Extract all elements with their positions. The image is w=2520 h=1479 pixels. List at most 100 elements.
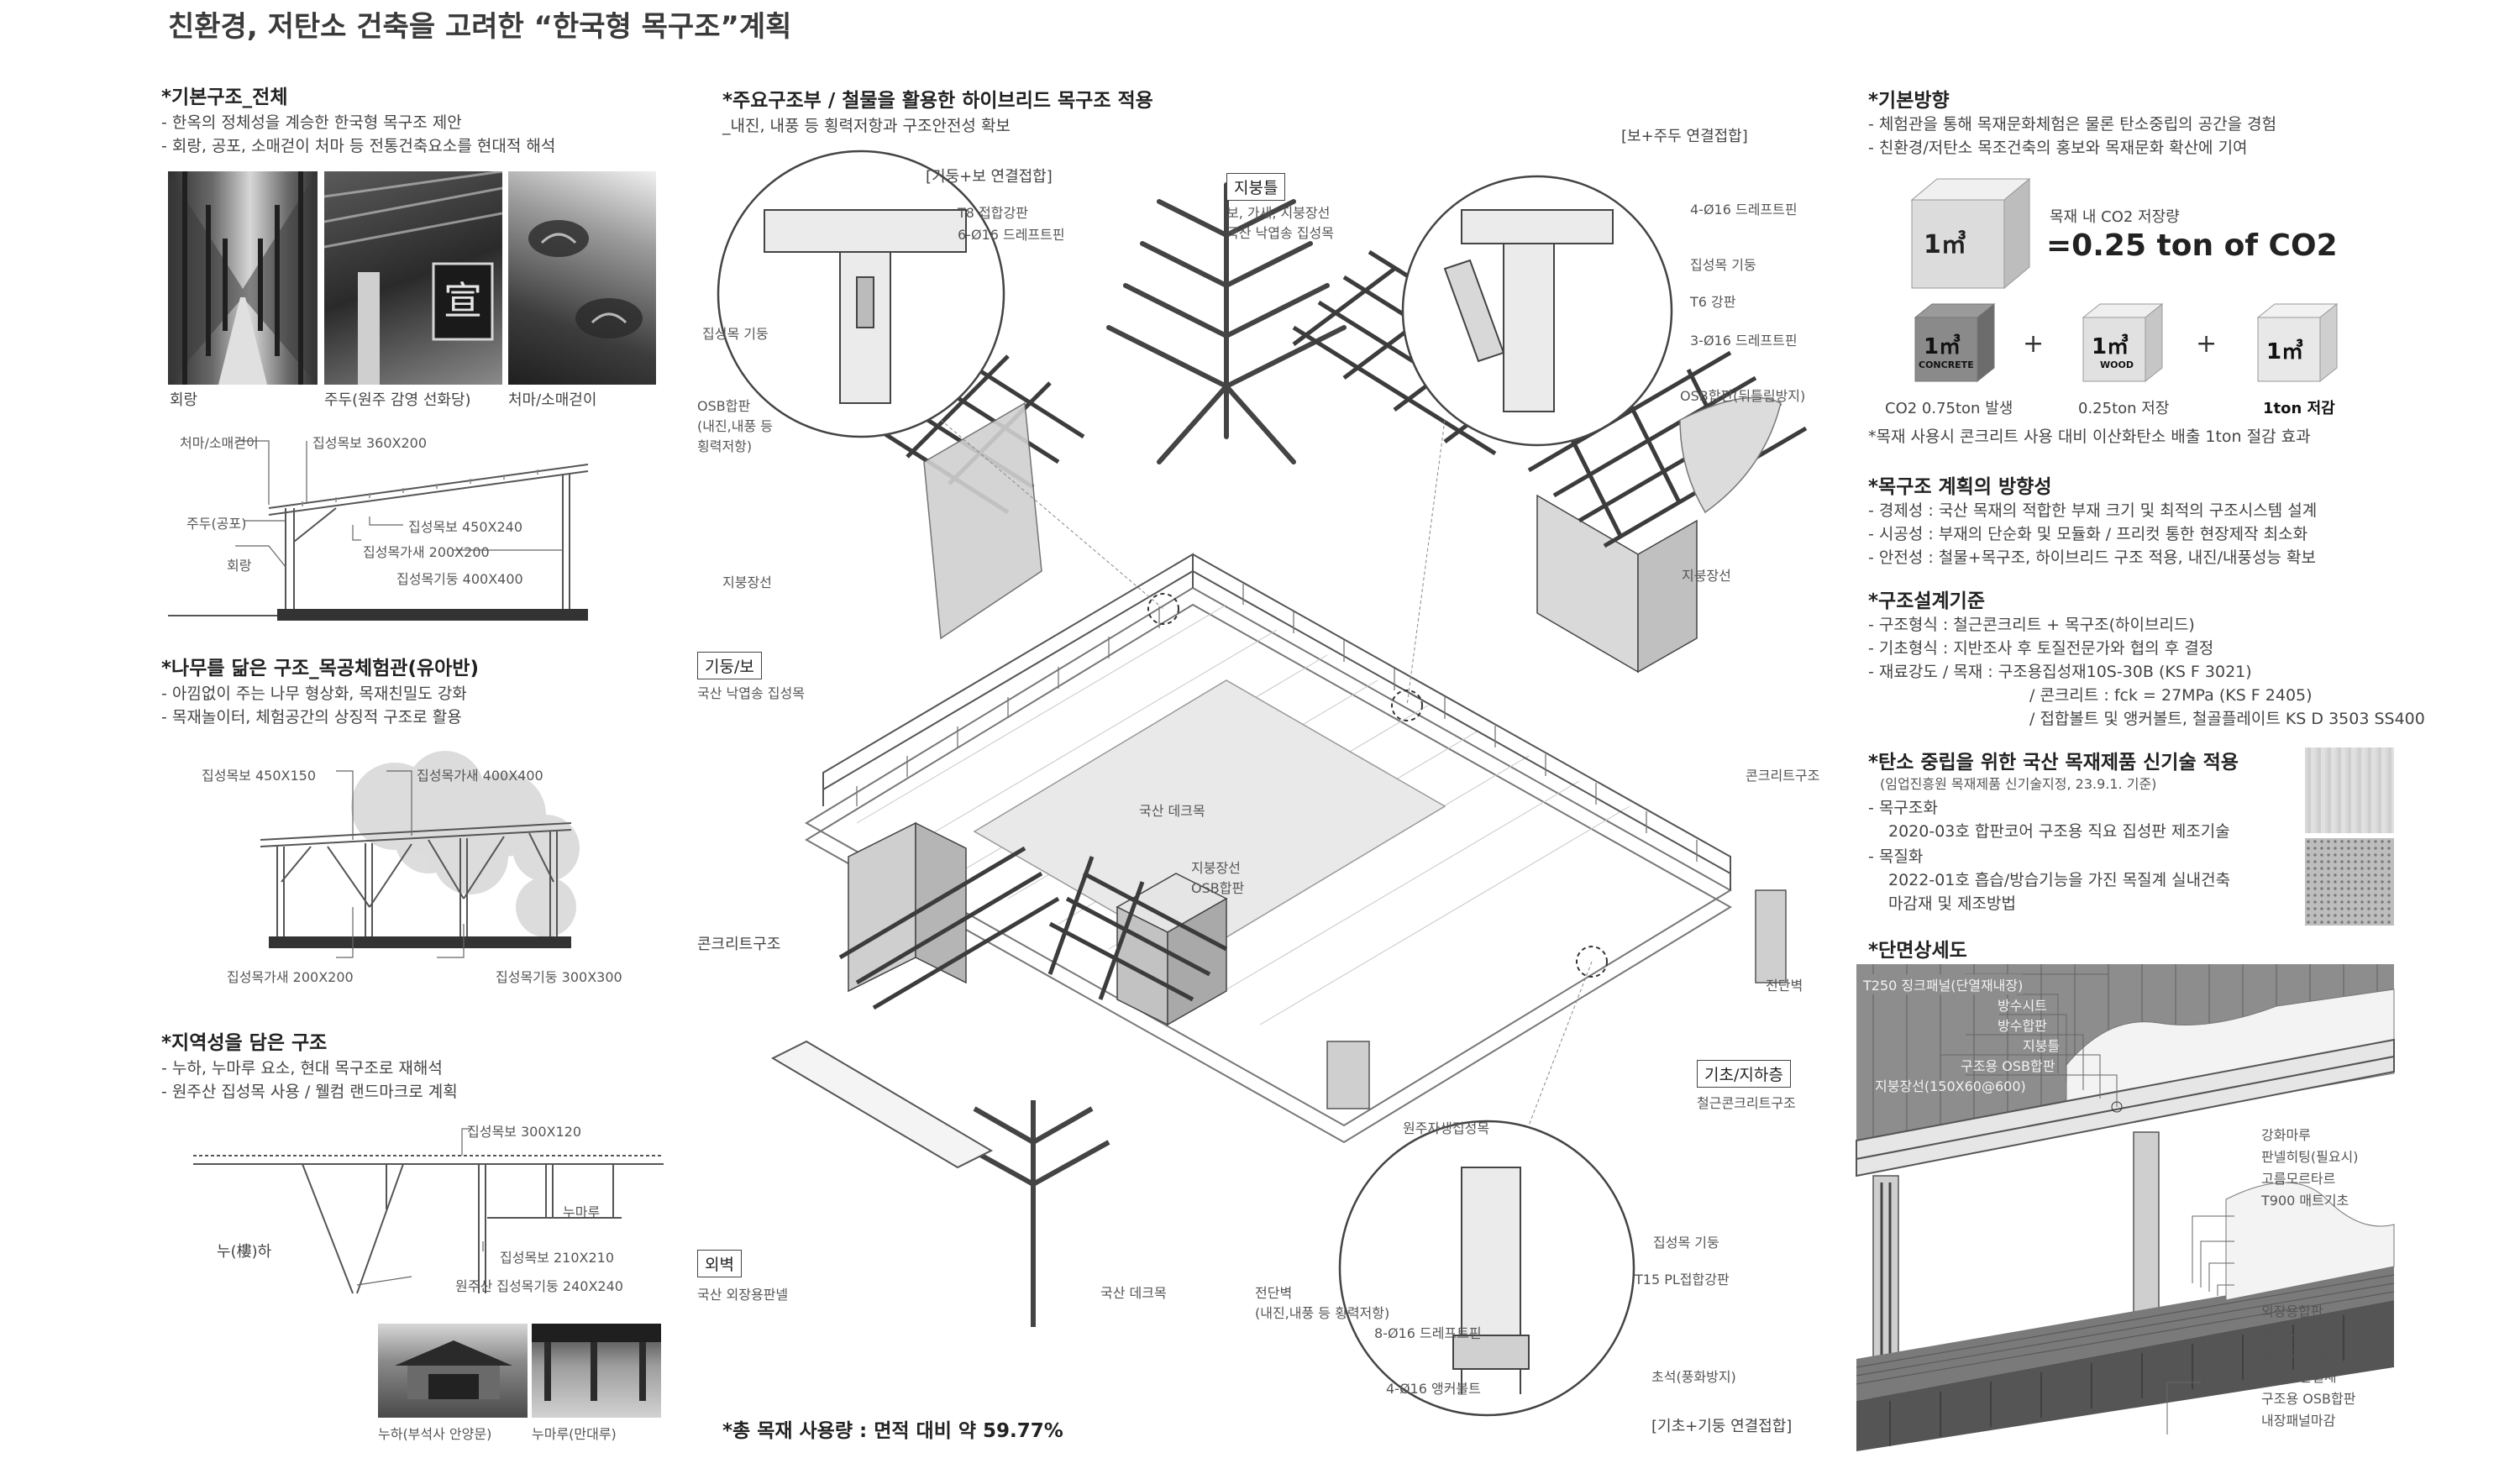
corridor-section-diagram: [168, 440, 589, 621]
section-label-waterproof-sheet: 방수시트: [1998, 998, 2047, 1014]
tree-structure-title: *나무를 닮은 구조_목공체험관(유아반): [161, 658, 479, 679]
callout-foundation-desc: 철근콘크리트구조: [1697, 1095, 1796, 1111]
section-detail-drawing: [1856, 964, 2395, 1451]
detail-column-beam-title: [기둥+보 연결접합]: [926, 168, 1053, 186]
detail-foundation-column-title: [기초+기둥 연결접합]: [1651, 1418, 1793, 1435]
page-title: 친환경, 저탄소 건축을 고려한 “한국형 목구조”계획: [168, 10, 792, 44]
co2-caption-concrete: CO2 0.75ton 발생: [1885, 400, 2013, 417]
concrete-cube-icon: [1914, 302, 1996, 383]
tree-structure-line-1: - 아낌없이 주는 나무 형상화, 목재친밀도 강화: [161, 684, 467, 703]
label-column-300: 집성목기둥 300X300: [496, 969, 622, 985]
hybrid-structure-title: *주요구조부 / 철물을 활용한 하이브리드 목구조 적용: [722, 90, 1153, 112]
section-label-exterior-plywood: 외장용합판: [2261, 1303, 2323, 1319]
wood-cube-label: 1㎥: [2092, 334, 2129, 359]
callout-deck-1: 국산 데크목: [1139, 803, 1205, 819]
newtech-line-2: 2020-03호 합판코어 구조용 직요 집성판 제조기술: [1888, 822, 2230, 841]
saving-cube-label: 1㎥: [2266, 339, 2304, 365]
section-label-mat-foundation: T900 매트기초: [2261, 1193, 2349, 1209]
label-corridor: 회랑: [227, 558, 252, 574]
detail1-label-pin: 6-Ø16 드레프트핀: [958, 227, 1065, 243]
co2-caption-wood: 0.25ton 저장: [2078, 400, 2170, 417]
section-label-rafter: 지붕장선(150X60@600): [1875, 1078, 2026, 1094]
direction-title: *목구조 계획의 방향성: [1868, 476, 2052, 498]
newtech-subtitle: (임업진흥원 목재제품 신기술지정, 23.9.1. 기준): [1880, 776, 2157, 792]
callout-wonju-timber: 원주자생집성목: [1403, 1120, 1490, 1136]
callout-column-beam-desc: 국산 낙엽송 집성목: [697, 685, 805, 701]
detail3-label-plate: T15 PL접합강판: [1635, 1272, 1730, 1288]
newtech-line-1: - 목구조화: [1868, 799, 1938, 817]
callout-rafter-osb-1: 지붕장선: [1191, 860, 1241, 876]
regional-structure-title: *지역성을 담은 구조: [161, 1032, 328, 1054]
label-numaru: 누마루: [563, 1204, 601, 1220]
callout-exterior-wall: 외벽: [697, 1250, 742, 1277]
callout-roof-desc-2: 국산 낙엽송 집성목: [1226, 225, 1334, 241]
regional-structure-line-2: - 원주산 집성목 사용 / 웰컴 랜드마크로 계획: [161, 1083, 458, 1101]
nuha-photo: [378, 1324, 528, 1418]
co2-caption-saving: 1ton 저감: [2263, 400, 2335, 417]
plus-1: +: [2023, 329, 2045, 359]
label-beam-450x150: 집성목보 450X150: [202, 768, 317, 784]
capital-photo: 宣: [324, 171, 502, 385]
label-beam-360: 집성목보 360X200: [312, 435, 428, 451]
section-label-interior-panel: 내장패널마감: [2261, 1413, 2336, 1429]
callout-foundation: 기초/지하층: [1697, 1060, 1791, 1088]
criteria-line-3: - 재료강도 / 목재 : 구조용집성재10S-30B (KS F 3021): [1868, 663, 2252, 681]
newtech-line-5: 마감재 및 제조방법: [1888, 894, 2016, 913]
detail-beam-capital-title: [보+주두 연결접합]: [1621, 128, 1748, 145]
photo-caption-corridor: 회랑: [170, 391, 198, 409]
co2-storage-value: =0.25 ton of CO2: [2046, 228, 2338, 263]
criteria-line-5: / 접합볼트 및 앵커볼트, 철골플레이트 KS D 3503 SS400: [2029, 710, 2425, 728]
callout-shear-wall-center-2: (내진,내풍 등 횡력저항): [1255, 1305, 1390, 1321]
regional-structure-line-1: - 누하, 누마루 요소, 현대 목구조로 재해석: [161, 1059, 443, 1078]
detail1-label-plate: T8 접합강판: [958, 205, 1028, 221]
saving-cube-icon: [2256, 302, 2339, 383]
section-label-osb: 구조용 OSB합판: [1961, 1058, 2055, 1074]
wood-cube-icon: [1910, 177, 2031, 290]
co2-note: *목재 사용시 콘크리트 사용 대비 이산화탄소 배출 1ton 절감 효과: [1868, 427, 2311, 446]
photo-caption-nuha: 누하(부석사 안양문): [378, 1426, 492, 1442]
detail2-label-column: 집성목 기둥: [1690, 257, 1756, 273]
total-timber-note: *총 목재 사용량 : 면적 대비 약 59.77%: [722, 1420, 1063, 1442]
photo-caption-capital: 주두(원주 감영 선화당): [324, 391, 471, 409]
callout-osb-2: (내진,내풍 등: [697, 418, 774, 434]
callout-osb-right: OSB합판(뒤틀림방지): [1680, 388, 1806, 404]
callout-osb-1: OSB합판: [697, 398, 751, 414]
section-label-osb-wall: 구조용 OSB합판: [2261, 1391, 2356, 1407]
label-beam-450: 집성목보 450X240: [408, 519, 523, 535]
label-beam-210: 집성목보 210X210: [500, 1250, 615, 1266]
regional-section-diagram: [193, 1128, 664, 1294]
callout-exterior-wall-desc: 국산 외장용판넬: [697, 1287, 789, 1303]
hybrid-structure-subtitle: _내진, 내풍 등 횡력저항과 구조안전성 확보: [722, 117, 1011, 135]
big-cube-label: 1㎥: [1924, 230, 1966, 260]
criteria-line-1: - 구조형식 : 철근콘크리트 + 목구조(하이브리드): [1868, 616, 2195, 634]
direction-line-1: - 경제성 : 국산 목재의 적합한 부재 크기 및 최적의 구조시스템 설계: [1868, 501, 2318, 520]
axonometric-structure-drawing: [717, 149, 1808, 1417]
svg-text:宣: 宣: [444, 278, 482, 323]
detail3-label-pin: 8-Ø16 드레프트핀: [1374, 1325, 1482, 1341]
newtech-line-4: 2022-01호 흡습/방습기능을 가진 목질계 실내건축: [1888, 871, 2231, 889]
label-nuha: 누(樓)하: [217, 1243, 272, 1261]
callout-shear-wall-right: 전단벽: [1766, 978, 1803, 994]
basic-direction-line-1: - 체험관을 통해 목재문화체험은 물론 탄소중립의 공간을 경험: [1868, 115, 2277, 134]
section-label-gypsum: 방수석고보드: [2261, 1347, 2336, 1363]
criteria-line-2: - 기초형식 : 지반조사 후 토질전문가와 협의 후 결정: [1868, 639, 2214, 658]
label-column-240: 원주산 집성목기둥 240X240: [455, 1278, 623, 1294]
detail3-label-column: 집성목 기둥: [1653, 1235, 1719, 1251]
callout-osb-3: 횡력저항): [697, 438, 753, 454]
callout-column-beam: 기둥/보: [697, 652, 762, 679]
basic-structure-line-1: - 한옥의 정체성을 계승한 한국형 목구조 제안: [161, 113, 462, 132]
section-detail-title: *단면상세도: [1868, 940, 1967, 962]
detail2-label-pin3: 3-Ø16 드레프트핀: [1690, 333, 1798, 349]
callout-roof-frame: 지붕틀: [1226, 173, 1286, 201]
callout-deck-2: 국산 데크목: [1100, 1285, 1167, 1301]
detail2-label-plate: T6 강판: [1690, 294, 1736, 310]
criteria-title: *구조설계기준: [1868, 590, 1985, 612]
callout-rafter-left: 지붕장선: [722, 574, 772, 590]
corridor-photo: [168, 171, 318, 385]
section-label-vapor-sheet: 방습시트: [2261, 1325, 2311, 1341]
section-label-waterproof-plywood: 방수합판: [1998, 1018, 2047, 1034]
basic-structure-title: *기본구조_전체: [161, 87, 288, 108]
numaru-photo: [532, 1324, 661, 1418]
section-label-roof-frame: 지붕틀: [2023, 1038, 2061, 1054]
criteria-line-4: / 콘크리트 : fck = 27MPa (KS F 2405): [2029, 686, 2313, 705]
